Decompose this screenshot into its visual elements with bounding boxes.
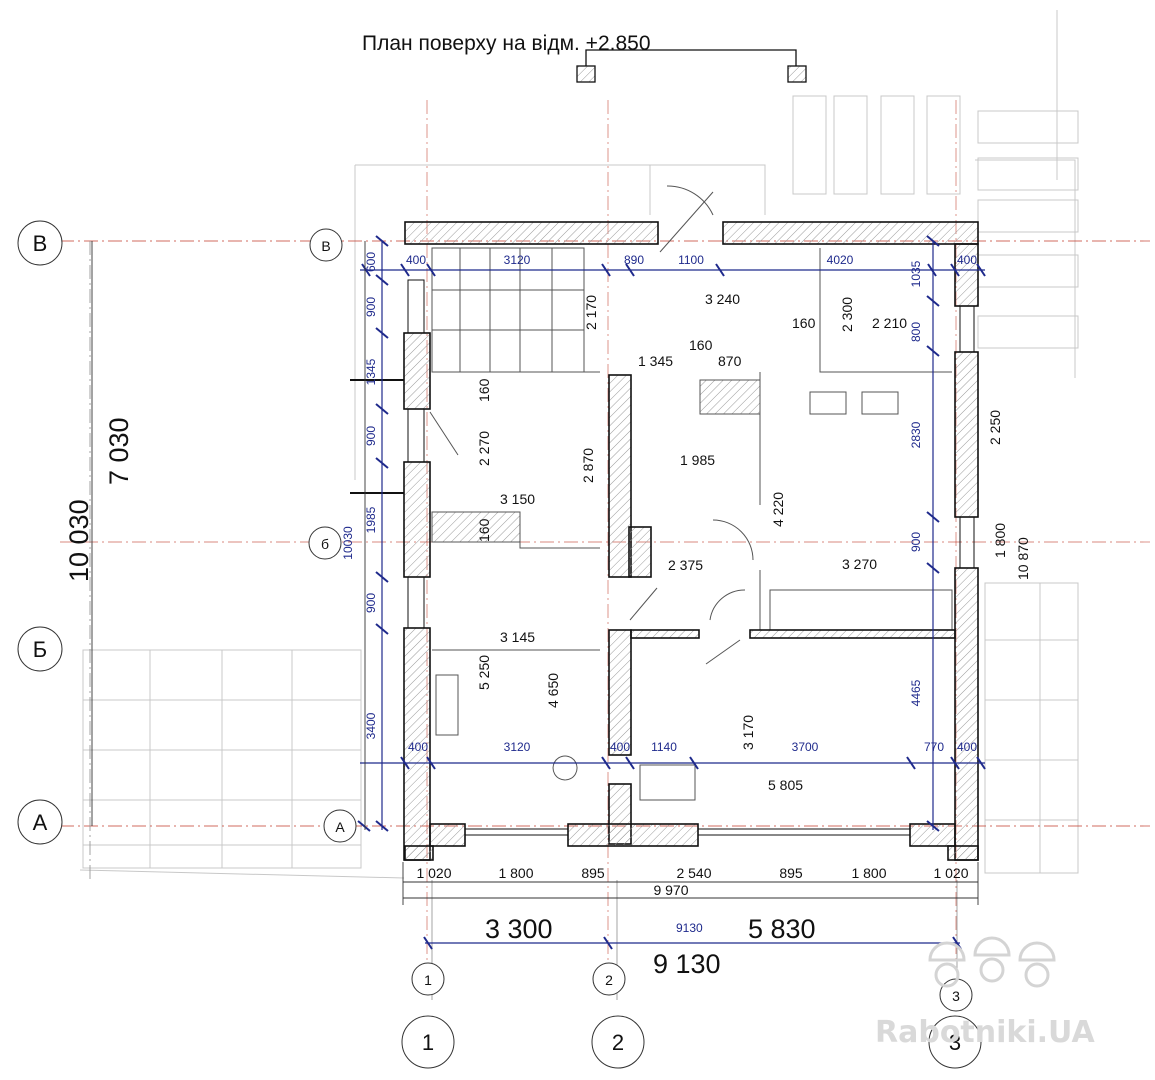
right-dim-4465: 4465 <box>909 679 923 706</box>
watermark-logo <box>928 936 1056 988</box>
watermark-text: Rabotniki.UA <box>875 1015 1095 1050</box>
interior-partitions <box>429 185 953 801</box>
dim-3300: 3 300 <box>485 914 553 944</box>
room-dim-870: 870 <box>718 353 742 369</box>
bottom-dim-1800-right: 1 800 <box>851 865 886 881</box>
mid-dim-400-1: 400 <box>408 740 428 754</box>
plan-title: План поверху на відм. +2.850 <box>362 32 651 55</box>
top-dim-890: 890 <box>624 253 644 267</box>
axis-label-inner-col-2: 2 <box>605 972 613 988</box>
axis-label-inner-col-1: 1 <box>424 972 432 988</box>
room-dimensions: 2 170 3 240 160 2 300 2 210 160 1 345 87… <box>476 291 907 793</box>
dim-10870: 10 870 <box>1015 537 1031 580</box>
left-dim-3400: 3400 <box>364 712 378 739</box>
left-dim-10030: 10030 <box>341 526 355 560</box>
right-dim-900: 900 <box>909 532 923 552</box>
room-dim-1985: 1 985 <box>680 452 715 468</box>
room-dim-3145: 3 145 <box>500 629 535 645</box>
top-dim-400-right: 400 <box>957 253 977 267</box>
room-dim-2270: 2 270 <box>476 431 492 466</box>
room-dim-160b: 160 <box>689 337 713 353</box>
dim-9130-blue: 9130 <box>676 921 703 935</box>
mid-dim-770: 770 <box>924 740 944 754</box>
axis-label-inner-col-3: 3 <box>952 988 960 1004</box>
bottom-dim-895-left: 895 <box>581 865 605 881</box>
right-dim-800: 800 <box>909 322 923 342</box>
black-dim-lines <box>91 241 979 905</box>
room-dim-3240: 3 240 <box>705 291 740 307</box>
room-dim-2210: 2 210 <box>872 315 907 331</box>
left-dim-1985: 1985 <box>364 506 378 533</box>
axis-label-row-v: В <box>33 231 48 256</box>
right-dim-2830: 2830 <box>909 421 923 448</box>
room-dim-3270: 3 270 <box>842 556 877 572</box>
axis-label-row-b: Б <box>33 637 47 662</box>
room-dim-3150: 3 150 <box>500 491 535 507</box>
mid-dim-1140: 1140 <box>651 740 677 754</box>
room-dim-2170: 2 170 <box>583 295 599 330</box>
top-dim-4020: 4020 <box>827 253 854 267</box>
top-dim-1100: 1100 <box>678 253 704 267</box>
top-dim-3120: 3120 <box>504 253 531 267</box>
background-outline <box>79 10 1079 879</box>
mid-dim-3120: 3120 <box>504 740 531 754</box>
left-dim-900-1: 900 <box>364 297 378 317</box>
room-dim-1345: 1 345 <box>638 353 673 369</box>
room-dim-5250: 5 250 <box>476 655 492 690</box>
dim-5830: 5 830 <box>748 914 816 944</box>
blue-dim-ticks <box>357 235 986 950</box>
room-dim-5805: 5 805 <box>768 777 803 793</box>
top-dim-400-left: 400 <box>406 253 426 267</box>
axis-bubbles <box>17 220 982 1069</box>
room-dim-160c: 160 <box>476 378 492 402</box>
room-dim-160d: 160 <box>476 518 492 542</box>
axis-label-col-3: 3 <box>949 1030 961 1055</box>
mid-dim-400-2: 400 <box>610 740 630 754</box>
left-dim-1345: 1345 <box>364 358 378 385</box>
room-dim-2870: 2 870 <box>580 448 596 483</box>
dim-9130: 9 130 <box>653 949 721 979</box>
dim-2250: 2 250 <box>987 410 1003 445</box>
room-dim-160a: 160 <box>792 315 816 331</box>
bottom-dim-1800-left: 1 800 <box>498 865 533 881</box>
axis-label-col-2: 2 <box>612 1030 624 1055</box>
blue-dim-lines <box>360 241 985 944</box>
left-dim-600: 600 <box>364 252 378 272</box>
bottom-dim-1020-right: 1 020 <box>933 865 968 881</box>
right-dim-1035: 1035 <box>909 260 923 287</box>
axis-label-inner-row-b: б <box>321 536 329 552</box>
section-marker <box>576 49 807 83</box>
room-dim-2375: 2 375 <box>668 557 703 573</box>
axis-label-row-a: А <box>33 810 48 835</box>
room-dim-2300: 2 300 <box>839 297 855 332</box>
left-dim-900-3: 900 <box>364 593 378 613</box>
dim-7030: 7 030 <box>104 417 134 485</box>
left-dim-900-2: 900 <box>364 426 378 446</box>
axis-label-inner-row-v: В <box>321 238 330 254</box>
walls <box>403 221 979 861</box>
wall-marks <box>350 379 404 494</box>
bottom-dim-1020-left: 1 020 <box>416 865 451 881</box>
dim-1800-right: 1 800 <box>992 523 1008 558</box>
mid-dim-400-3: 400 <box>957 740 977 754</box>
axis-label-inner-row-a: А <box>335 819 345 835</box>
windows <box>407 279 975 836</box>
bottom-dim-895-right: 895 <box>779 865 803 881</box>
room-dim-4220: 4 220 <box>770 492 786 527</box>
axis-label-col-1: 1 <box>422 1030 434 1055</box>
dim-10030: 10 030 <box>64 499 94 582</box>
room-dim-3170: 3 170 <box>740 715 756 750</box>
room-dim-4650: 4 650 <box>545 673 561 708</box>
dim-9970: 9 970 <box>653 882 688 898</box>
bottom-dim-2540: 2 540 <box>676 865 711 881</box>
mid-dim-3700: 3700 <box>792 740 819 754</box>
